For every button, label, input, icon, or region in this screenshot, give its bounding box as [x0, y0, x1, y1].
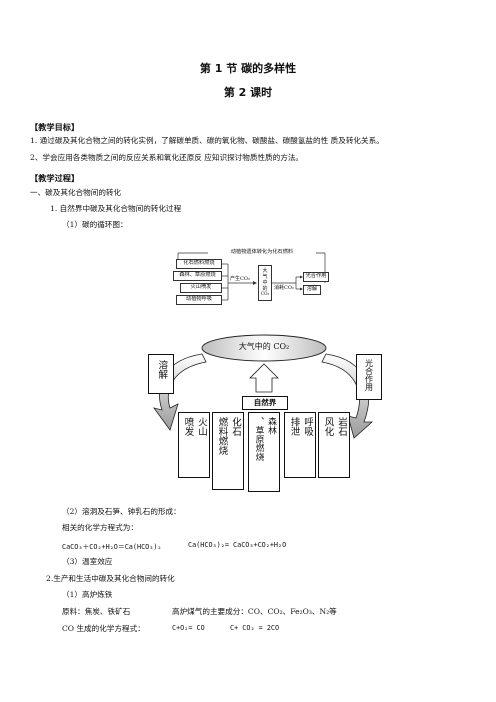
box-volcano: 火山喷发 — [180, 283, 222, 293]
carbon-cycle-diagram: 动植物遗体转化为化石燃料 化石燃料燃烧 森林、草原燃烧 火山喷发 动植物呼吸 产… — [170, 247, 330, 325]
consume-co2-label: 消耗CO₂ — [274, 285, 294, 291]
col-text: 燃料燃烧 — [216, 417, 228, 455]
center-char: 大 — [262, 268, 268, 274]
center-char: 中 — [262, 280, 268, 286]
photosynthesis-box: 光合作用 — [356, 354, 382, 400]
subsection-2: 2.生产和生活中碳及其化合物间的转化 — [46, 574, 175, 583]
co-equation-label: CO 生成的化学方程式： — [62, 624, 145, 633]
item-3-greenhouse: （3）温室效应 — [62, 557, 113, 566]
blast-furnace-gas: 高炉煤气的主要成分：CO、CO₂、Fe₂O₃、N₂等 — [172, 607, 337, 616]
column-fossil: 化石燃料燃烧 — [212, 412, 244, 490]
co-equation-2: C+ CO₂ = 2CO — [230, 624, 280, 632]
box-fossil-fuel: 化石燃料燃烧 — [176, 259, 222, 269]
subsection-2a: （1）高炉炼铁 — [62, 590, 113, 599]
column-volcano: 火山喷发 — [178, 412, 210, 478]
col-text: 、草原燃烧 — [253, 417, 264, 461]
produce-co2-label: 产生CO₂ — [230, 276, 250, 282]
co-equation-1: C+O₂= CO — [172, 624, 205, 632]
col-text: 岩石 — [336, 417, 347, 436]
nature-label: 自然界 — [242, 396, 288, 410]
subsection-1a: （1）碳的循环图： — [62, 220, 128, 229]
center-char: CO₂ — [260, 292, 270, 297]
box-respiration: 动植物呼吸 — [176, 295, 222, 305]
col-text: 排泄 — [288, 417, 300, 436]
box-forest-fire: 森林、草原燃烧 — [173, 271, 222, 281]
nature-cycle-diagram: 大气中的 CO₂ 溶解 光合作用 自然界 火山喷发 化石燃料燃烧 森林、草原燃烧… — [144, 330, 384, 495]
column-weathering: 岩石风化 — [318, 412, 350, 478]
photosynthesis-label: 光合作用 — [357, 355, 381, 399]
photosynthesis-text: 光合作用 — [364, 359, 374, 391]
dissolve-label: 溶解 — [156, 360, 168, 379]
col-text: 风化 — [322, 417, 334, 436]
section-1: 一、碳及其化合物间的转化 — [30, 188, 122, 197]
box-photosynthesis: 光合作用 — [303, 272, 329, 282]
center-char: 的 — [262, 286, 268, 292]
equation-label: 相关的化学方程式为： — [62, 523, 138, 532]
center-char: 气 — [262, 274, 268, 280]
column-forest: 森林、草原燃烧 — [248, 412, 280, 492]
objective-2: 2、学会应用各类物质之间的反应关系和氧化还原反 应知识探讨物质性质的方法。 — [30, 153, 304, 162]
col-text: 呼吸 — [302, 417, 313, 436]
atmosphere-co2-label: 大气中的 CO₂ — [238, 342, 290, 351]
box-atmosphere-co2: 大 气 中 的 CO₂ — [258, 265, 272, 301]
col-text: 森林 — [266, 417, 276, 435]
equation-2: Ca(HCO₃)₂= CaCO₃+CO₂+H₂O — [188, 541, 287, 549]
process-heading: 【教学过程】 — [30, 173, 80, 183]
top-transform-label: 动植物遗体转化为化石燃料 — [208, 249, 316, 257]
objectives-heading: 【教学目标】 — [30, 122, 80, 132]
item-2-caves: （2）溶洞及石笋、钟乳石的形成： — [62, 507, 181, 516]
objective-1: 1. 通过碳及其化合物之间的转化实例，了解碳单质、碳的氧化物、碳酸盐、碳酸氢盐的… — [30, 136, 384, 145]
col-text: 火山 — [196, 417, 207, 436]
materials: 原料：焦炭、铁矿石 — [62, 607, 131, 616]
dissolve-box: 溶解 — [148, 354, 174, 394]
column-respiration: 呼吸排泄 — [284, 412, 316, 478]
box-dissolve: 溶解 — [303, 285, 321, 295]
col-text: 化石 — [230, 417, 241, 436]
subsection-1: 1. 自然界中碳及其化合物间的转化过程 — [50, 204, 182, 213]
page-title: 第 1 节 碳的多样性 — [199, 62, 297, 75]
page-subtitle: 第 2 课时 — [223, 86, 273, 99]
col-text: 喷发 — [182, 417, 194, 436]
equation-1: CaCO₃＋CO₂+H₂O＝Ca(HCO₃)₂ — [62, 543, 162, 551]
